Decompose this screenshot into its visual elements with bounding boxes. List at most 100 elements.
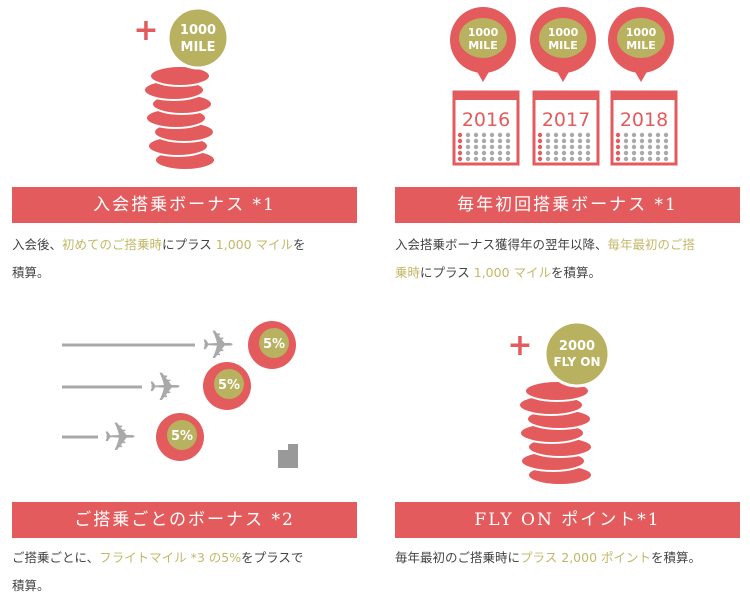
plus-icon: +	[507, 328, 532, 363]
calendar-day-dot	[489, 132, 495, 138]
calendar-day-dot	[473, 156, 479, 162]
coin-amount: 1000	[548, 26, 579, 39]
coin-amount: 2000	[559, 339, 595, 354]
calendar-day-dot	[655, 138, 661, 144]
calendar-day-dot	[655, 132, 661, 138]
calendar-day-dot	[481, 138, 487, 144]
desc-highlight: 乗時	[395, 265, 421, 280]
plane-bonus-icons: ✈ ✈ ✈ 5% 5% 5%	[62, 321, 298, 468]
calendar-day-dot	[577, 138, 583, 144]
calendar-day-dot	[639, 138, 645, 144]
calendar-day-dot	[639, 156, 645, 162]
calendar-day-dot	[457, 156, 463, 162]
calendar-day-dot	[553, 132, 559, 138]
airplane-icon: ✈	[201, 323, 235, 369]
desc-text: を	[293, 237, 306, 252]
calendar-day-dot	[585, 144, 591, 150]
calendar-day-dot	[663, 156, 669, 162]
calendar-day-dot	[663, 132, 669, 138]
desc-highlight: プラス 2,000 ポイント	[520, 550, 651, 565]
calendar-day-dot	[631, 138, 637, 144]
calendar-day-dot	[623, 132, 629, 138]
calendar-day-dot	[545, 138, 551, 144]
calendar-day-dot	[505, 138, 511, 144]
calendar-day-dot	[457, 150, 463, 156]
calendar-day-dot	[631, 150, 637, 156]
calendar-day-dot	[639, 150, 645, 156]
coin-unit: FLY ON	[553, 355, 600, 369]
calendar-day-dot	[577, 150, 583, 156]
calendar-day-dot	[631, 132, 637, 138]
calendar-day-dot	[569, 150, 575, 156]
calendar-day-dot	[457, 144, 463, 150]
calendar-day-dot	[465, 150, 471, 156]
bonus-badge: 5%	[263, 337, 285, 352]
calendar-day-dot	[473, 132, 479, 138]
desc-text: にプラス	[420, 265, 474, 280]
calendar-day-dot	[497, 138, 503, 144]
calendar-day-dot	[537, 138, 543, 144]
calendar-day-dot	[481, 156, 487, 162]
calendar-day-dot	[545, 150, 551, 156]
calendar-day-dot	[489, 150, 495, 156]
calendar-day-dot	[473, 144, 479, 150]
calendar-day-dot	[615, 138, 621, 144]
calendar-day-dot	[569, 144, 575, 150]
calendar-year: 2017	[542, 109, 590, 131]
building-icon	[278, 444, 298, 468]
card-title-annual-bonus: 毎年初回搭乗ボーナス *1	[395, 187, 740, 223]
desc-text: 積算。	[12, 265, 50, 280]
calendar-day-dot	[465, 156, 471, 162]
desc-text: 入会後、	[12, 237, 63, 252]
calendar-year: 2018	[620, 109, 668, 131]
desc-text: を積算。	[551, 265, 602, 280]
calendar-day-dot	[505, 144, 511, 150]
card-title-signup-bonus: 入会搭乗ボーナス *1	[12, 187, 357, 223]
calendar-day-dot	[561, 150, 567, 156]
calendar-day-dot	[663, 138, 669, 144]
calendar-day-dot	[569, 138, 575, 144]
calendar-day-dot	[631, 144, 637, 150]
calendar-day-dot	[537, 150, 543, 156]
calendar-day-dot	[481, 132, 487, 138]
card-title-flight-bonus: ご搭乗ごとのボーナス *2	[12, 502, 357, 538]
calendar-day-dot	[553, 150, 559, 156]
airplane-icon: ✈	[103, 415, 137, 461]
calendar-day-dot	[623, 156, 629, 162]
desc-text: 毎年最初のご搭乗時に	[395, 550, 521, 565]
calendar-day-dot	[623, 144, 629, 150]
desc-text: 積算。	[12, 578, 50, 593]
desc-highlight: 毎年最初のご搭	[607, 237, 696, 252]
card-desc-flight-bonus: ご搭乗ごとに、フライトマイル *3 の5%をプラスで積算。	[12, 544, 362, 600]
calendar-day-dot	[561, 144, 567, 150]
calendar-day-dot	[489, 156, 495, 162]
airplane-icon: ✈	[148, 365, 182, 411]
desc-highlight: フライトマイル *3 の5%	[99, 550, 242, 565]
desc-highlight: 初めてのご搭乗時	[62, 237, 163, 252]
calendar-day-dot	[585, 150, 591, 156]
coin-amount: 1000	[468, 26, 499, 39]
calendar-day-dot	[465, 138, 471, 144]
calendar-day-dot	[577, 156, 583, 162]
calendar-day-dot	[577, 144, 583, 150]
calendar-day-dot	[537, 132, 543, 138]
calendar-day-dot	[585, 156, 591, 162]
calendar-day-dot	[473, 138, 479, 144]
calendar-day-dot	[505, 156, 511, 162]
calendar-day-dot	[623, 138, 629, 144]
card-desc-signup-bonus: 入会後、初めてのご搭乗時にプラス 1,000 マイルを積算。	[12, 231, 362, 287]
coin-amount: 1000	[180, 23, 216, 38]
coin-unit: MILE	[468, 39, 498, 52]
calendar-day-dot	[553, 156, 559, 162]
desc-highlight: 1,000 マイル	[473, 265, 552, 280]
calendar-day-dot	[545, 144, 551, 150]
calendar-day-dot	[537, 144, 543, 150]
calendar-day-dot	[569, 132, 575, 138]
calendar-day-dot	[465, 144, 471, 150]
card-title-flyon-points: FLY ON ポイント*1	[395, 502, 740, 538]
calendar-day-dot	[489, 138, 495, 144]
calendar-day-dot	[663, 144, 669, 150]
calendar-day-dot	[615, 132, 621, 138]
calendar-day-dot	[537, 156, 543, 162]
